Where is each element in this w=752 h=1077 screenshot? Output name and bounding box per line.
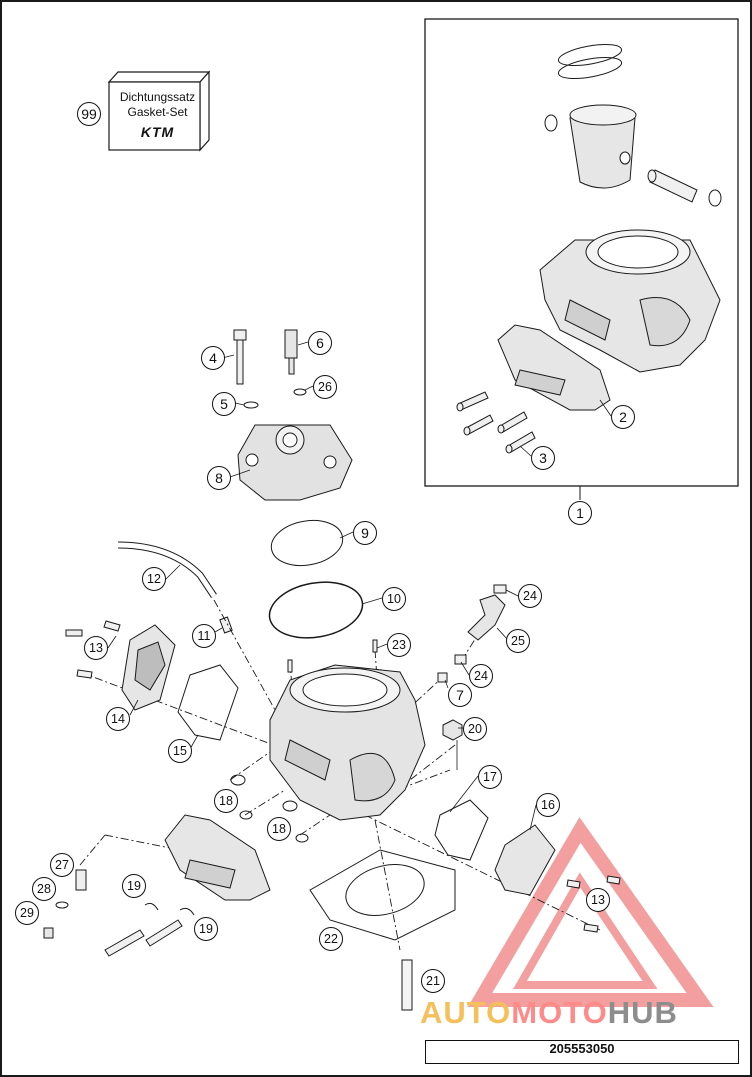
callout-24-top: 24 bbox=[518, 584, 542, 608]
callout-8: 8 bbox=[207, 466, 231, 490]
sensor-6-drawing bbox=[284, 329, 298, 375]
callout-27: 27 bbox=[50, 853, 74, 877]
callout-17: 17 bbox=[478, 765, 502, 789]
callout-22: 22 bbox=[319, 927, 343, 951]
callout-13-right: 13 bbox=[586, 888, 610, 912]
callout-10: 10 bbox=[382, 587, 406, 611]
gasket-17-drawing bbox=[434, 799, 489, 861]
screw-4-drawing bbox=[233, 329, 247, 385]
watermark-triangle bbox=[467, 817, 714, 1007]
clamp-24-top-drawing bbox=[493, 584, 507, 594]
callout-13-left: 13 bbox=[84, 636, 108, 660]
callout-12: 12 bbox=[142, 567, 166, 591]
callout-20: 20 bbox=[463, 717, 487, 741]
spring-27-drawing bbox=[75, 869, 87, 891]
ktm-logo: KTM bbox=[140, 124, 175, 140]
gasket-set-label-en: Gasket-Set bbox=[127, 105, 188, 119]
callout-1: 1 bbox=[568, 501, 592, 525]
callout-19-right: 19 bbox=[194, 917, 218, 941]
cylinder-head-drawing bbox=[237, 424, 353, 501]
callout-7: 7 bbox=[448, 683, 472, 707]
fitting-11-drawing bbox=[219, 616, 233, 634]
base-gasket-22-drawing bbox=[309, 849, 456, 941]
callout-29: 29 bbox=[15, 901, 39, 925]
watermark-moto: MOTO bbox=[511, 995, 608, 1030]
callout-18-right: 18 bbox=[267, 817, 291, 841]
gasket-15-drawing bbox=[177, 664, 239, 741]
cylinder-kit-box bbox=[424, 18, 739, 487]
callout-2: 2 bbox=[611, 405, 635, 429]
circlip-right-drawing bbox=[708, 189, 722, 207]
callout-14: 14 bbox=[106, 707, 130, 731]
piston-drawing bbox=[569, 104, 637, 189]
watermark-hub: HUB bbox=[607, 995, 678, 1030]
cylinder-kit-drawing bbox=[539, 229, 721, 373]
cover-16-drawing bbox=[494, 824, 556, 896]
callout-24-bottom: 24 bbox=[469, 664, 493, 688]
gasket-set-label-box: Dichtungssatz Gasket-Set KTM bbox=[109, 72, 206, 150]
callout-9: 9 bbox=[353, 521, 377, 545]
washer-28-drawing bbox=[55, 901, 69, 909]
callout-15: 15 bbox=[168, 739, 192, 763]
piston-pin-drawing bbox=[647, 169, 698, 203]
pump-cover-14-drawing bbox=[121, 624, 176, 711]
o-ring-9-drawing bbox=[270, 519, 344, 567]
callout-5: 5 bbox=[212, 392, 236, 416]
stud-23-drawing bbox=[372, 639, 378, 653]
callout-18-left: 18 bbox=[214, 789, 238, 813]
nut-20-drawing bbox=[442, 719, 463, 741]
clamp-24-bottom-drawing bbox=[454, 654, 467, 665]
main-cylinder-drawing bbox=[269, 664, 426, 821]
callout-16: 16 bbox=[536, 793, 560, 817]
callout-6: 6 bbox=[308, 331, 332, 355]
callout-3: 3 bbox=[531, 446, 555, 470]
washer-5-drawing bbox=[243, 401, 259, 409]
hose-25-drawing bbox=[467, 594, 506, 641]
callout-26: 26 bbox=[313, 375, 337, 399]
circlip-left-drawing bbox=[544, 114, 558, 132]
callout-11: 11 bbox=[192, 624, 216, 648]
callout-21: 21 bbox=[421, 969, 445, 993]
callout-19-left: 19 bbox=[122, 874, 146, 898]
nut-29-drawing bbox=[43, 927, 54, 939]
nipple-7-drawing bbox=[437, 672, 448, 683]
o-ring-26-drawing bbox=[293, 388, 307, 396]
callout-4: 4 bbox=[201, 346, 225, 370]
screws-13-drawing bbox=[65, 620, 121, 679]
gasket-set-box bbox=[107, 70, 211, 152]
gasket-set-label-de: Dichtungssatz bbox=[119, 90, 196, 104]
exhaust-flange-kit-drawing bbox=[497, 324, 611, 411]
callout-23: 23 bbox=[387, 633, 411, 657]
exhaust-flange-19-drawing bbox=[164, 814, 271, 901]
watermark-auto: AUTO bbox=[420, 995, 512, 1030]
callout-25: 25 bbox=[506, 629, 530, 653]
automotohub-watermark: AUTOMOTOHUB bbox=[420, 995, 750, 1031]
dowel-21-drawing bbox=[401, 959, 413, 1011]
o-ring-10-drawing bbox=[268, 581, 364, 639]
callout-99: 99 bbox=[77, 102, 101, 126]
piston-rings-drawing bbox=[557, 44, 623, 79]
kit-screws-drawing bbox=[456, 391, 536, 454]
drawing-number: 205553050 bbox=[425, 1040, 739, 1064]
callout-28: 28 bbox=[32, 877, 56, 901]
